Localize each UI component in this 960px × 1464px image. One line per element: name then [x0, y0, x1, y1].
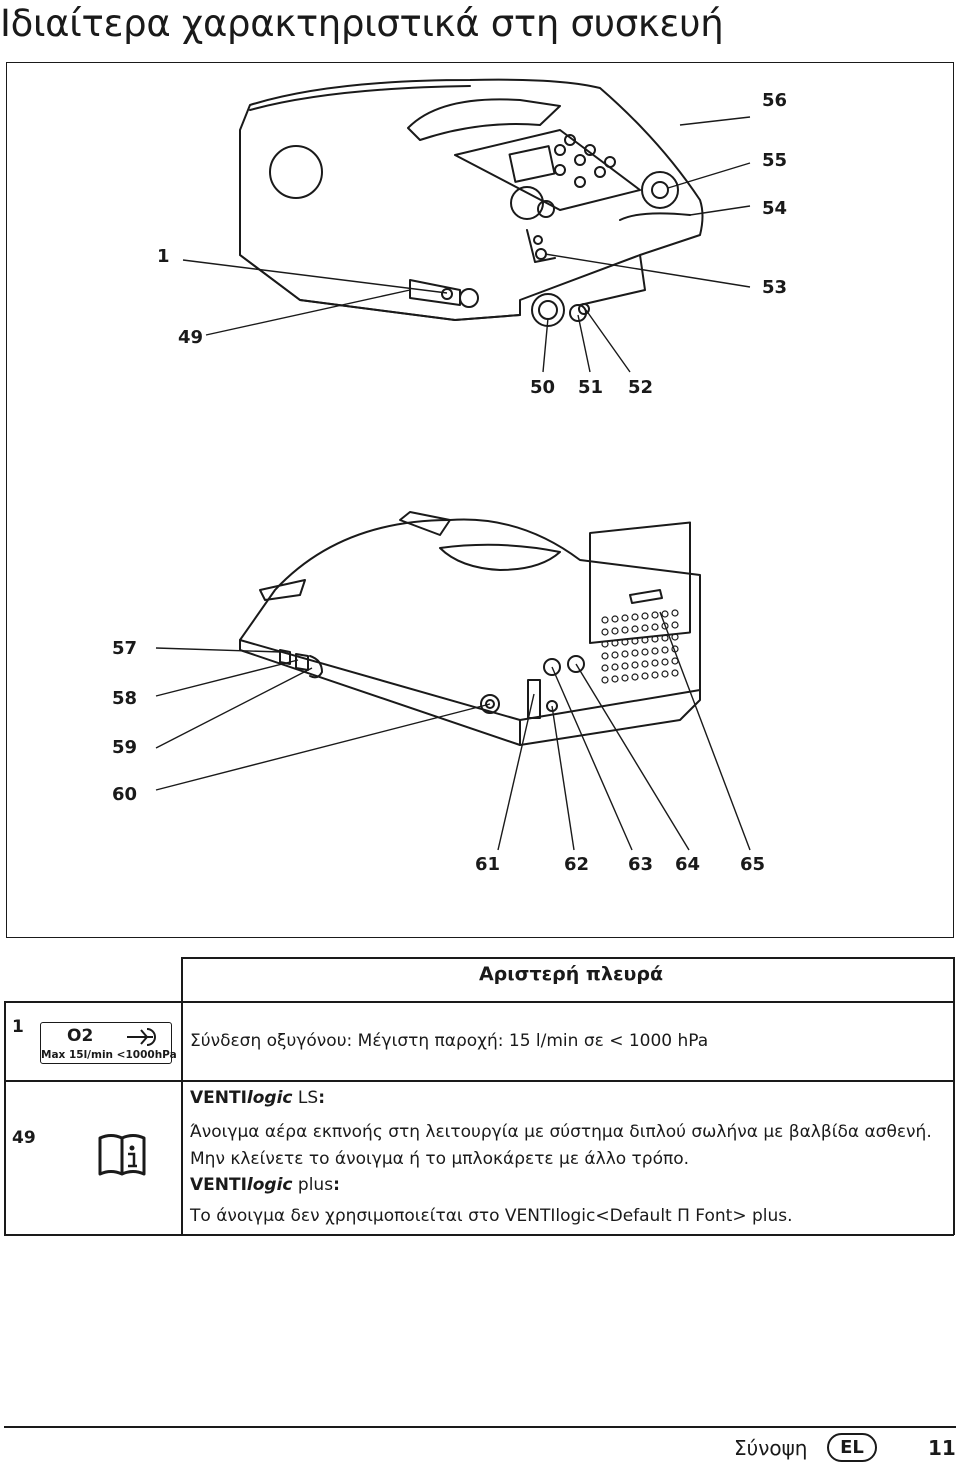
callout-53: 53 [762, 277, 788, 298]
device-front-drawing [239, 78, 704, 327]
instruction-manual-icon [98, 1134, 146, 1176]
table-caption: Αριστερή πλευρά [478, 963, 664, 985]
callout-59: 59 [112, 737, 138, 758]
callout-52: 52 [628, 377, 654, 398]
oxygen-inlet-icon: O2 Max 15l/min <1000hPa [40, 1022, 177, 1064]
callout-63: 63 [628, 854, 654, 875]
exhalation-port-text: Άνοιγμα αέρα εκπνοής στη λειτουργία με σ… [190, 1122, 932, 1142]
plus-colon: : [333, 1175, 340, 1195]
footer-section: Σύνοψη [734, 1436, 808, 1460]
ls-brand-venti: VENTI [190, 1088, 247, 1108]
ls-model-name: LS [297, 1088, 319, 1108]
ls-brand-logic: logic [246, 1088, 293, 1108]
page-number: 11 [928, 1436, 956, 1460]
callout-51: 51 [578, 377, 604, 398]
language-badge: EL [827, 1433, 877, 1462]
callout-54: 54 [762, 198, 788, 219]
oxygen-sublabel: Max 15l/min <1000hPa [41, 1049, 177, 1061]
device-illustrations [155, 78, 751, 851]
callout-64: 64 [675, 854, 701, 875]
callout-leader-lines [155, 116, 751, 851]
callout-50: 50 [530, 377, 556, 398]
oxygen-connection-text: Σύνδεση οξυγόνου: Μέγιστη παροχή: 15 l/m… [190, 1031, 709, 1051]
do-not-block-warning: Μην κλείνετε το άνοιγμα ή το μπλοκάρετε … [190, 1149, 690, 1169]
plus-unused-port-text: Το άνοιγμα δεν χρησιμοποιείται στο VENTI… [190, 1206, 793, 1226]
callout-58: 58 [112, 688, 138, 709]
row-number: 49 [12, 1128, 36, 1148]
callout-56: 56 [762, 90, 788, 111]
ls-colon: : [318, 1088, 325, 1108]
callout-49: 49 [178, 327, 204, 348]
callout-55: 55 [762, 150, 788, 171]
callout-61: 61 [475, 854, 501, 875]
callout-65: 65 [740, 854, 766, 875]
plus-model-name: plus [297, 1175, 334, 1195]
device-figure-frame [6, 62, 954, 938]
callout-57: 57 [112, 638, 138, 659]
ls-model-heading: VENTIlogic LS: [190, 1088, 325, 1108]
callout-62: 62 [564, 854, 590, 875]
callout-1: 1 [157, 246, 170, 267]
device-rear-drawing [239, 511, 701, 746]
row-number: 1 [12, 1017, 24, 1037]
plus-brand-venti: VENTI [190, 1175, 247, 1195]
inlet-arrow-icon [127, 1028, 156, 1046]
plus-brand-logic: logic [246, 1175, 293, 1195]
plus-model-heading: VENTIlogic plus: [190, 1175, 340, 1195]
page-title: Ιδιαίτερα χαρακτηριστικά στη συσκευή [0, 2, 724, 45]
oxygen-label: O2 [67, 1026, 94, 1046]
footer-divider [4, 1426, 956, 1428]
callout-60: 60 [112, 784, 138, 805]
